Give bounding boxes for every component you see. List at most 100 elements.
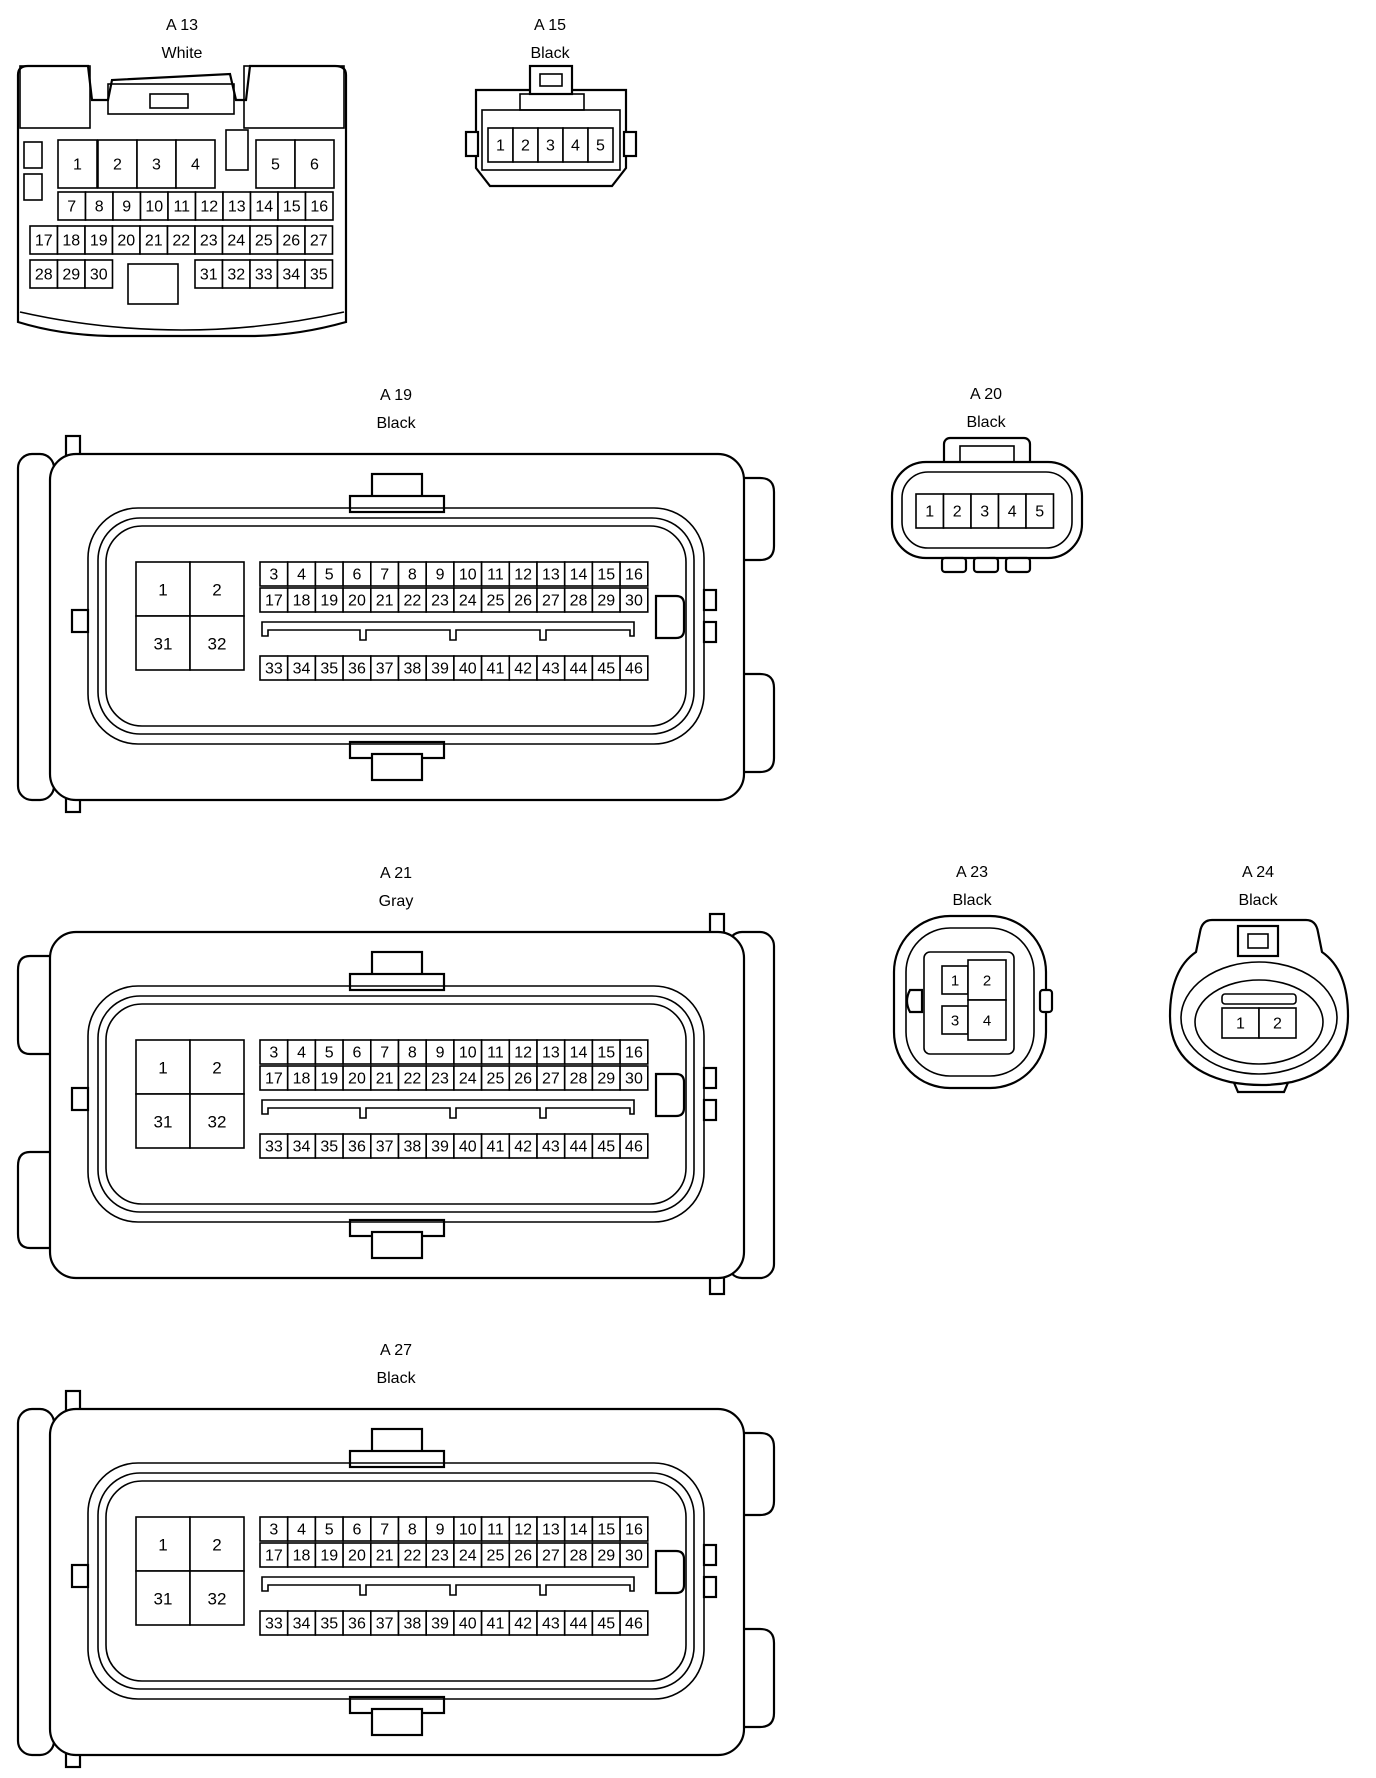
pin-number: 10 xyxy=(145,199,163,216)
pin-number: 31 xyxy=(154,635,173,654)
pin-number: 15 xyxy=(597,567,615,584)
pin-number: 18 xyxy=(62,233,80,250)
pin-number: 19 xyxy=(320,1071,338,1088)
pin-box xyxy=(29,225,59,255)
pin-number: 18 xyxy=(293,1548,311,1565)
pin-number: 34 xyxy=(293,661,311,678)
pin-box xyxy=(342,587,372,613)
pin-box xyxy=(189,1570,245,1626)
a24-ring-outer xyxy=(1180,961,1338,1075)
pin-number: 28 xyxy=(35,267,53,284)
pin-number: 8 xyxy=(408,1045,417,1062)
connector-code: A 20 xyxy=(970,386,1002,403)
pin-number: 4 xyxy=(297,1522,306,1539)
pin-number: 14 xyxy=(570,1522,588,1539)
pin-number: 17 xyxy=(35,233,53,250)
pin-cell: 24 xyxy=(453,1542,483,1568)
pin-rail xyxy=(261,621,635,641)
pin-box xyxy=(425,655,455,681)
pin-number: 37 xyxy=(376,1616,394,1633)
side-bump xyxy=(702,620,718,644)
pin-number: 17 xyxy=(265,593,283,610)
pin-box xyxy=(135,1570,191,1626)
pin-cell: 28 xyxy=(563,1065,594,1091)
pin-cell: 5 xyxy=(1025,493,1055,529)
pin-box xyxy=(591,1039,621,1065)
pin-cell: 6 xyxy=(342,561,372,587)
pin-box xyxy=(563,587,594,613)
pin-number: 32 xyxy=(208,1113,227,1132)
connector-code: A 23 xyxy=(956,864,988,881)
connector-code: A 15 xyxy=(534,17,566,34)
pin-cell: 29 xyxy=(591,1065,621,1091)
pin-number: 32 xyxy=(227,267,245,284)
pin-cell: 27 xyxy=(304,225,334,255)
a24-lock xyxy=(1236,924,1280,958)
pin-number: 29 xyxy=(62,267,80,284)
pin-box xyxy=(369,655,400,681)
pin-box xyxy=(487,127,514,163)
connector-color: Black xyxy=(530,45,570,62)
pin-number: 31 xyxy=(154,1590,173,1609)
a24-ring-inner xyxy=(1194,979,1324,1065)
pin-number: 24 xyxy=(459,593,477,610)
pin-box xyxy=(537,127,564,163)
pin-cell: 18 xyxy=(56,225,86,255)
pin-cell: 30 xyxy=(619,1065,649,1091)
pin-number: 1 xyxy=(1236,1016,1245,1033)
pin-cell: 26 xyxy=(508,587,538,613)
pin-cell: 8 xyxy=(397,1516,428,1542)
pin-number: 4 xyxy=(297,1045,306,1062)
pin-number: 11 xyxy=(487,1045,504,1062)
pin-number: 2 xyxy=(212,1059,221,1078)
pin-number: 3 xyxy=(269,567,278,584)
pin-number: 4 xyxy=(191,157,200,174)
pin-box xyxy=(286,1039,317,1065)
pin-number: 6 xyxy=(352,567,361,584)
pin-box xyxy=(587,127,614,163)
pin-cell: 13 xyxy=(536,561,566,587)
bottom-latch xyxy=(370,1707,424,1737)
pin-cell: 19 xyxy=(314,587,344,613)
pin-box xyxy=(425,1542,455,1568)
pin-cell: 38 xyxy=(397,1133,428,1159)
pin-box xyxy=(175,139,216,189)
pin-number: 27 xyxy=(542,1071,560,1088)
pin-box xyxy=(369,1039,400,1065)
pin-cell: 30 xyxy=(619,1542,649,1568)
pin-box xyxy=(480,1516,511,1542)
connector-color: Black xyxy=(1238,892,1278,909)
pin-number: 45 xyxy=(597,661,615,678)
pin-box xyxy=(397,1133,428,1159)
pin-cell: 31 xyxy=(135,615,191,671)
pin-cell: 10 xyxy=(453,1039,483,1065)
pin-cell: 17 xyxy=(259,1542,289,1568)
pin-number: 1 xyxy=(158,581,167,600)
pin-cell: 23 xyxy=(425,1065,455,1091)
pin-cell: 1 xyxy=(135,1039,191,1095)
pin-cell: 44 xyxy=(563,1610,594,1636)
pin-cell: 27 xyxy=(536,587,566,613)
a20-foot xyxy=(1004,556,1032,574)
pin-number: 11 xyxy=(173,199,190,216)
pin-number: 22 xyxy=(403,1071,421,1088)
pin-cell: 8 xyxy=(397,1039,428,1065)
pin-number: 20 xyxy=(117,233,135,250)
pin-box xyxy=(619,655,649,681)
pin-cell: 20 xyxy=(342,1542,372,1568)
pin-cell: 35 xyxy=(314,1610,344,1636)
pin-number: 39 xyxy=(431,661,449,678)
pin-number: 41 xyxy=(487,1139,505,1156)
pin-cell: 28 xyxy=(29,259,59,289)
pin-cell: 42 xyxy=(508,655,538,681)
pin-cell: 20 xyxy=(342,587,372,613)
pin-cell: 1 xyxy=(487,127,514,163)
pin-number: 7 xyxy=(380,1522,389,1539)
pin-box xyxy=(508,561,538,587)
a23-face xyxy=(923,951,1015,1055)
